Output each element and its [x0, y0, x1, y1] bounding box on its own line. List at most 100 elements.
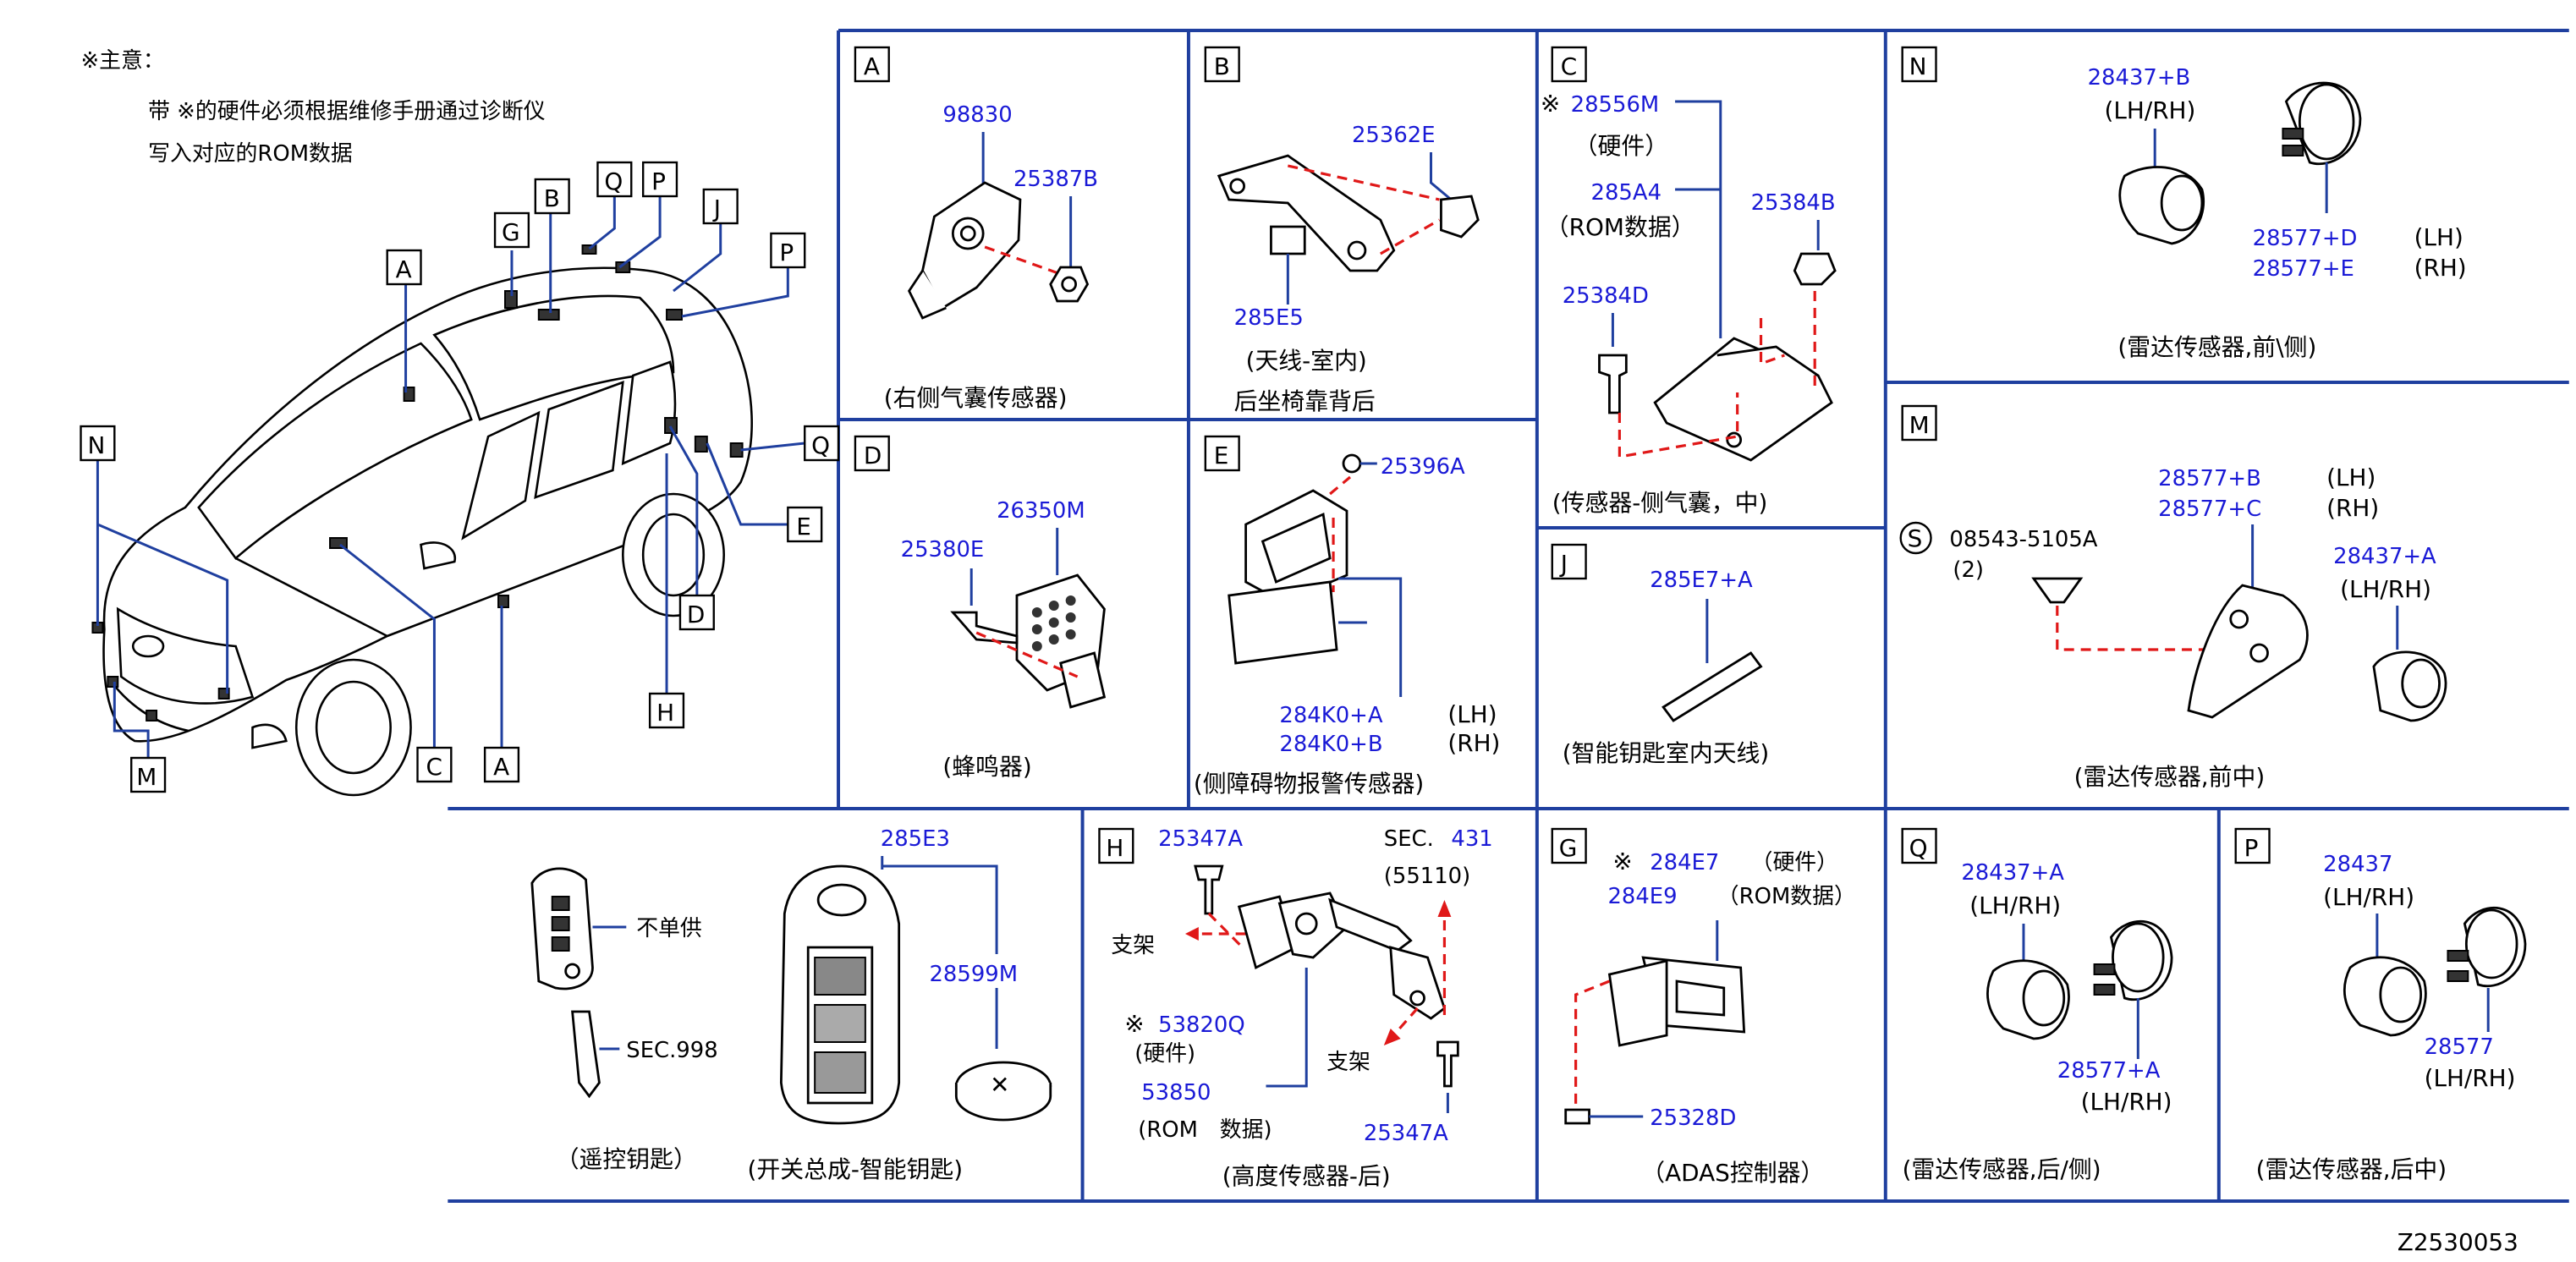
part-25380E: 25380E [901, 537, 985, 562]
part-284K0A: 284K0+A [1279, 703, 1382, 728]
panel-N-caption: (雷达传感器,前\侧) [2117, 333, 2316, 361]
panel-H: H 25347A SEC. 431 (55110) 支架 ※ 53820Q (硬… [1098, 826, 1493, 1190]
panel-A: A 98830 25387B (右侧气囊传感器) [854, 46, 1098, 412]
part-25347A-bottom: 25347A [1364, 1121, 1448, 1146]
part-28556M: 28556M [1571, 92, 1660, 118]
part-284E9: 284E9 [1607, 884, 1677, 909]
part-53850: 53850 [1141, 1080, 1211, 1106]
part-25384B: 25384B [1751, 190, 1836, 216]
note-title: ※主意： [81, 48, 165, 74]
part-08543-5105A: 08543-5105A [1949, 527, 2097, 552]
callout-B: B [544, 184, 560, 212]
part-28577D: 28577+D [2253, 226, 2358, 251]
callout-G: G [502, 218, 520, 246]
part-28577E: 28577+E [2253, 256, 2354, 282]
h-sec-num: 431 [1451, 826, 1492, 852]
part-28437B: 28437+B [2088, 65, 2191, 91]
panel-M-s-label: S [1908, 524, 1923, 552]
vehicle-illustration [91, 244, 753, 797]
part-285A4-note: （ROM数据） [1546, 213, 1695, 241]
panel-grid [448, 29, 2569, 1203]
panel-C-caption: (传感器-侧气囊，中) [1552, 489, 1768, 517]
panel-N-letter: N [1909, 52, 1927, 80]
part-28577B: 28577+B [2158, 466, 2261, 491]
panel-A-caption: (右侧气囊传感器) [884, 384, 1068, 412]
panel-Q-caption: (雷达传感器,后/侧) [1903, 1155, 2101, 1183]
panel-B: B 25362E 285E5 (天线-室内) 后坐椅靠背后 [1204, 46, 1480, 415]
panel-Q: Q 28437+A (LH/RH) 28577+A (LH/RH) (雷达传感器… [1901, 827, 2173, 1183]
part-28577A-Q-note: (LH/RH) [2081, 1088, 2172, 1116]
panel-M-caption: (雷达传感器,前中) [2074, 763, 2266, 791]
callout-C: C [426, 753, 442, 781]
panel-Q-letter: Q [1909, 834, 1928, 862]
h-bracket2: 支架 [1326, 1050, 1370, 1075]
callout-H: H [656, 699, 674, 727]
part-284K0B-side: (RH) [1447, 729, 1500, 757]
key-sec: SEC.998 [626, 1038, 717, 1063]
panel-D-letter: D [864, 442, 882, 469]
part-98830: 98830 [942, 102, 1012, 128]
panel-P-caption: (雷达传感器,后中) [2256, 1155, 2447, 1183]
part-28437-P-note: (LH/RH) [2323, 883, 2414, 911]
part-25396A: 25396A [1381, 454, 1465, 480]
part-28577C: 28577+C [2158, 497, 2261, 522]
part-28577D-side: (LH) [2414, 223, 2463, 251]
panel-G-letter: G [1559, 834, 1578, 862]
callout-Q: Q [811, 431, 830, 459]
panel-H-letter: H [1106, 834, 1123, 862]
callout-leaders [96, 196, 805, 758]
drawing-id: Z2530053 [2397, 1228, 2518, 1255]
part-284K0B: 284K0+B [1279, 732, 1382, 757]
part-25362E: 25362E [1352, 123, 1436, 148]
part-28577-P: 28577 [2425, 1034, 2494, 1060]
callout-A-bottom: A [493, 753, 509, 781]
car-callout-boxes: A B G Q P J P N Q E D H C A M [80, 161, 840, 793]
panel-J-letter: J [1559, 550, 1568, 578]
callout-M: M [136, 763, 157, 791]
panel-A-letter: A [864, 52, 880, 80]
part-28577C-side: (RH) [2326, 494, 2379, 522]
part-284E7: 284E7 [1650, 850, 1719, 875]
panel-M-letter: M [1909, 411, 1930, 439]
panel-B-letter: B [1214, 52, 1230, 80]
note-line1: 带 ※的硬件必须根据维修手册通过诊断仪 [148, 99, 546, 124]
panel-D-caption: (蜂鸣器) [942, 753, 1031, 781]
part-285E7A: 285E7+A [1650, 568, 1753, 593]
part-28437A-Q-note: (LH/RH) [1969, 892, 2061, 919]
part-28577B-side: (LH) [2326, 464, 2376, 491]
svg-text:✕: ✕ [990, 1071, 1009, 1099]
part-53820Q-note: (硬件) [1134, 1041, 1195, 1067]
part-28437B-note: (LH/RH) [2104, 96, 2195, 124]
part-28437A-M: 28437+A [2333, 544, 2436, 569]
part-25328D: 25328D [1650, 1106, 1736, 1131]
part-28577-P-note: (LH/RH) [2425, 1064, 2516, 1092]
g-mark: ※ [1612, 848, 1632, 875]
panel-J: J 285E7+A (智能钥匙室内天线) [1551, 543, 1769, 767]
panel-C: C ※ 28556M （硬件） 285A4 （ROM数据） 25384B 253… [1541, 46, 1837, 517]
part-285E5: 285E5 [1234, 305, 1304, 331]
panel-H-caption: (高度传感器-后) [1222, 1162, 1391, 1190]
part-285A4: 285A4 [1591, 180, 1661, 206]
panel-M: M S 08543-5105A (2) 28577+B (LH) 28577+C… [1899, 404, 2447, 791]
panel-B-caption2: 后坐椅靠背后 [1234, 387, 1376, 415]
part-284E9-note: （ROM数据） [1717, 884, 1856, 909]
panel-P-letter: P [2244, 834, 2259, 862]
panel-P: P 28437 (LH/RH) 28577 (LH/RH) (雷达传感器,后中) [2234, 827, 2527, 1183]
part-25347A-top: 25347A [1158, 826, 1243, 852]
panel-E-caption: (侧障碍物报警传感器) [1194, 770, 1424, 798]
part-08543-5105A-qty: (2) [1953, 557, 1984, 583]
callout-D: D [687, 601, 705, 628]
panel-N: N 28437+B (LH/RH) 28577+D (LH) 28577+E (… [1901, 46, 2467, 361]
panel-E-letter: E [1214, 442, 1229, 469]
key-caption2: (开关总成-智能钥匙) [748, 1155, 964, 1183]
callout-Q-top: Q [604, 167, 623, 195]
callout-A-top: A [396, 255, 412, 283]
part-285E3: 285E3 [881, 826, 950, 852]
panel-E: E 25396A 284K0+A (LH) 284K0+B (RH) (侧障碍物… [1194, 435, 1500, 798]
h-bracket1: 支架 [1111, 933, 1155, 958]
key-caption1: （遥控钥匙） [556, 1145, 697, 1173]
part-28437-P: 28437 [2323, 852, 2392, 877]
panel-D: D 26350M 25380E (蜂鸣器) [854, 435, 1107, 781]
